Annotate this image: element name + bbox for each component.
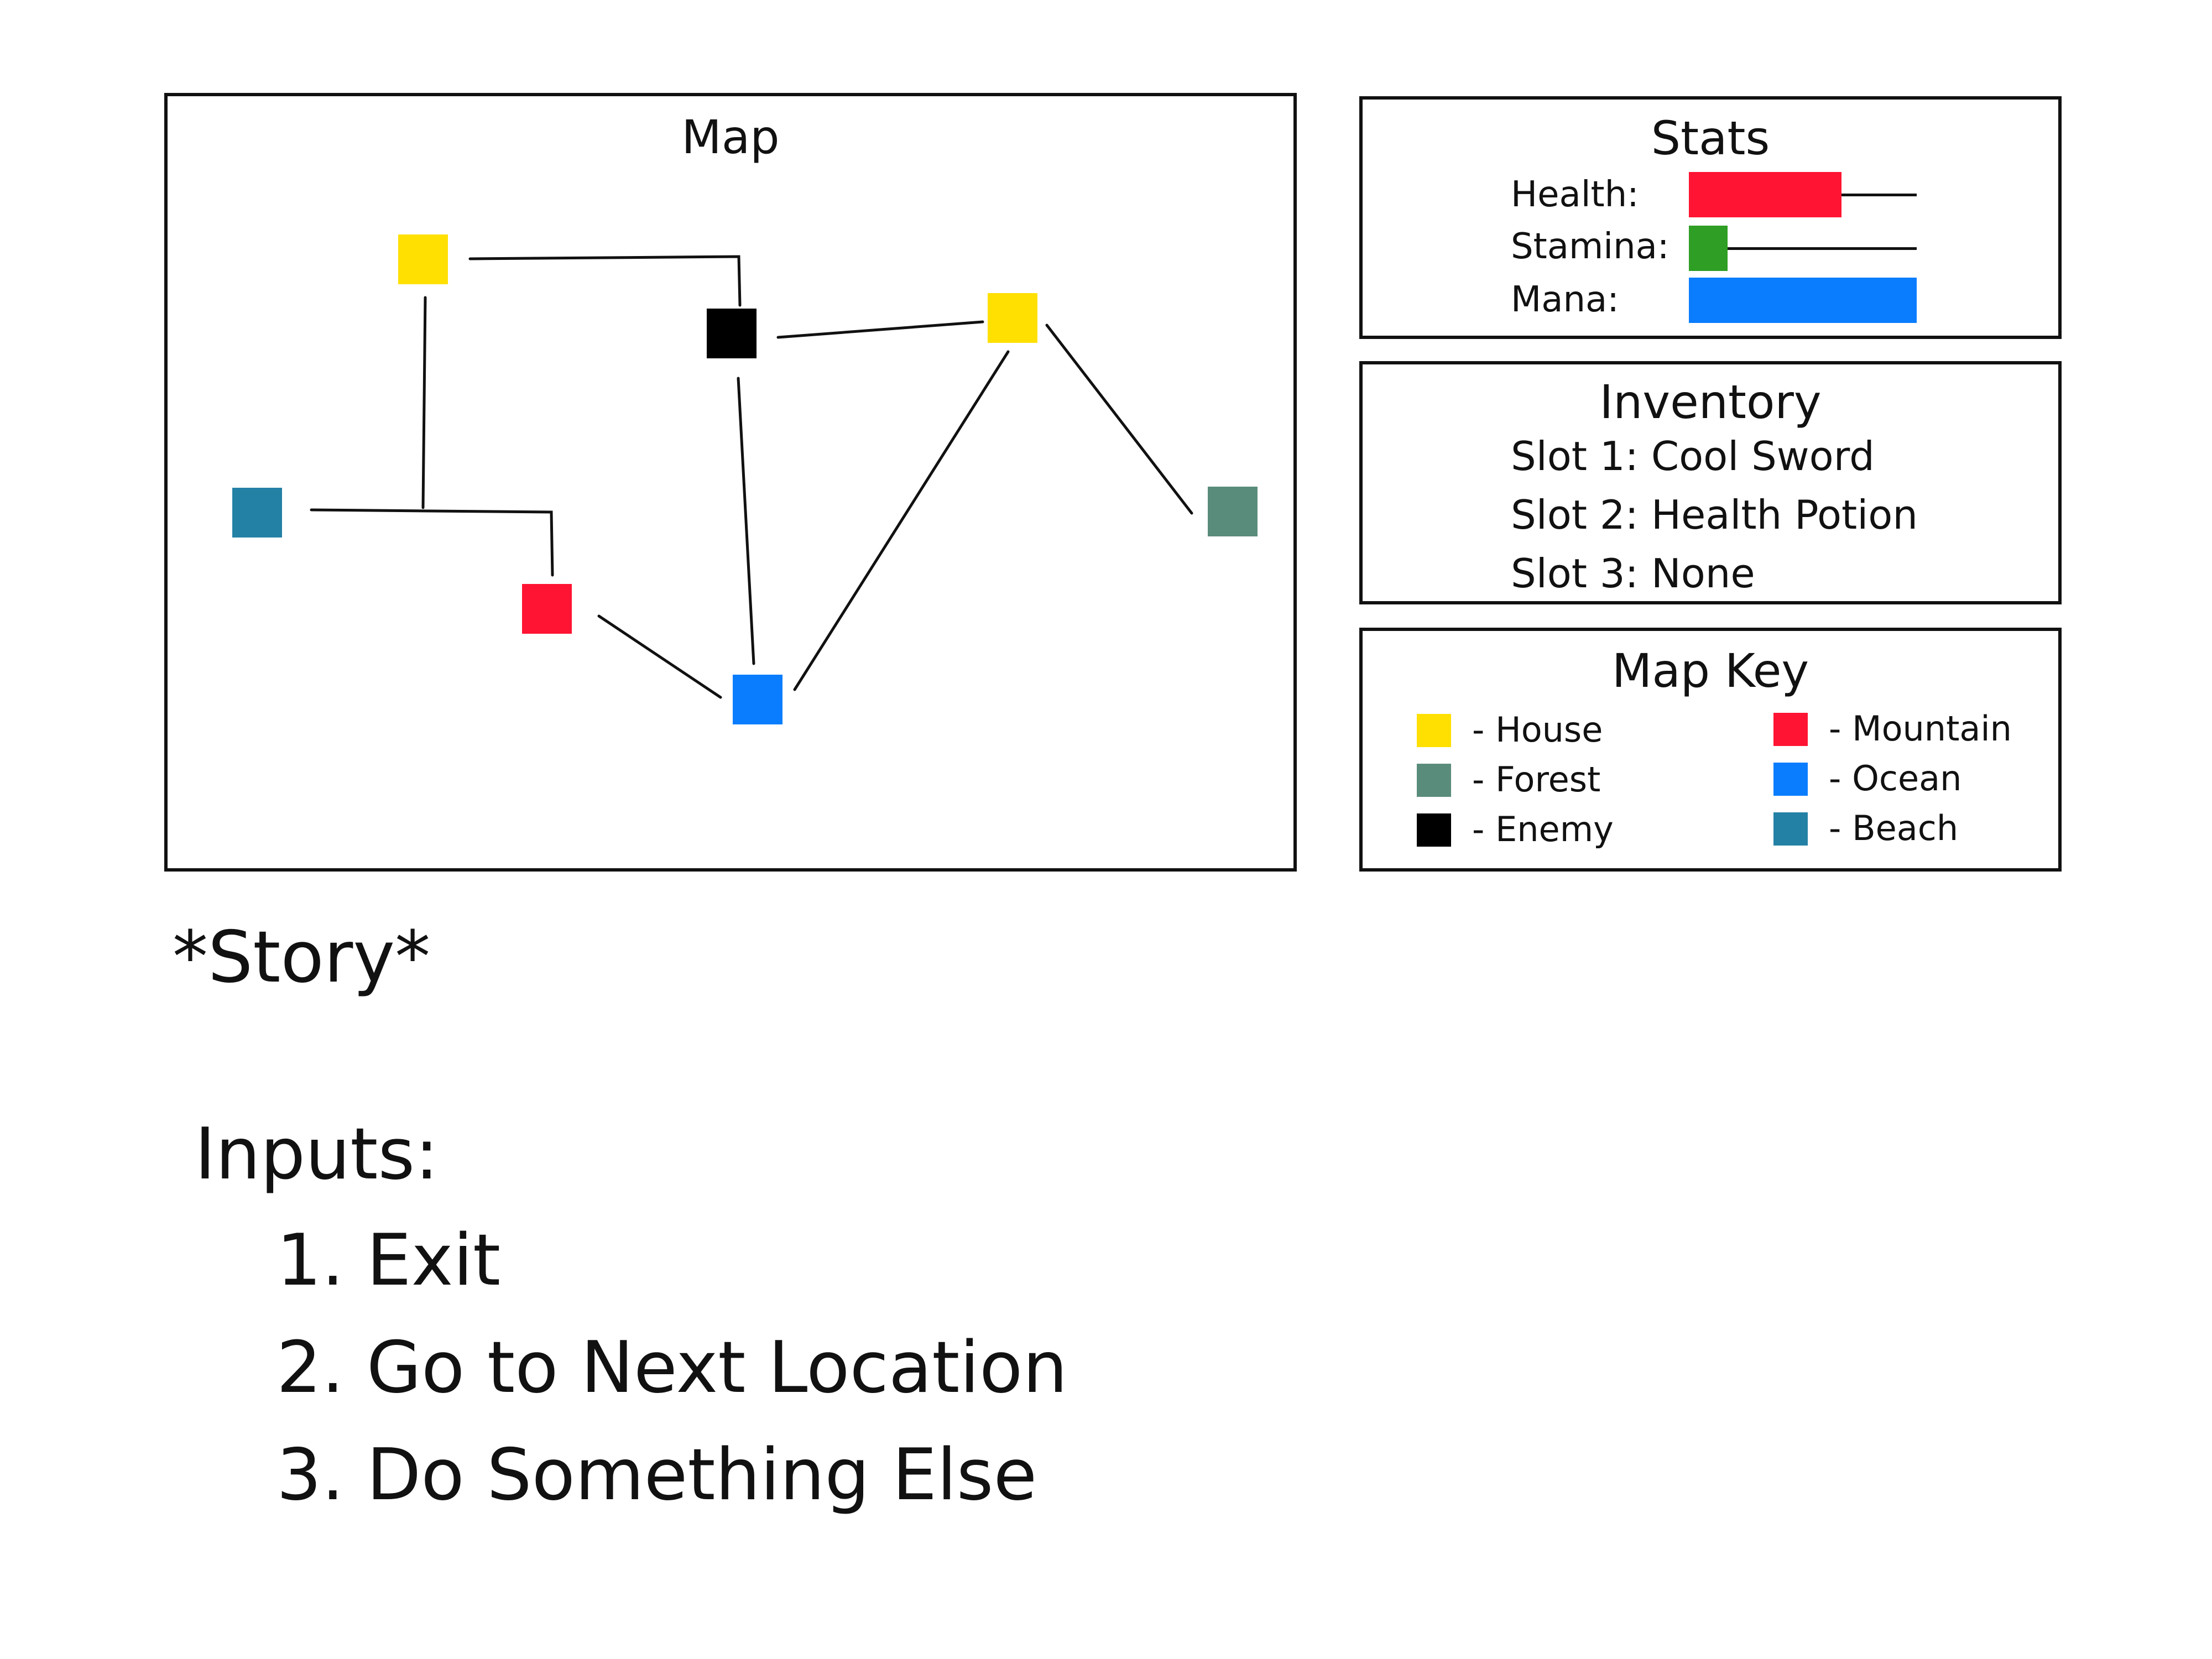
- map-canvas: [232, 234, 1258, 724]
- map-path: [1045, 324, 1193, 515]
- stats-title: Stats: [1651, 111, 1770, 165]
- mana-bar-fill: [1689, 278, 1917, 323]
- map-node-house[interactable]: [988, 293, 1037, 343]
- stamina-bar: [1689, 226, 1917, 271]
- inventory-slot-1: Slot 1: Cool Sword: [1511, 433, 1875, 479]
- map-node-house[interactable]: [398, 234, 448, 284]
- map-path: [793, 350, 1010, 691]
- input-option-exit[interactable]: 1. Exit: [276, 1219, 501, 1302]
- map-panel: Map: [164, 93, 1297, 872]
- map-path: [310, 508, 554, 577]
- map-node-mountain[interactable]: [522, 584, 572, 634]
- map-path: [597, 614, 722, 699]
- mana-bar: [1689, 278, 1917, 323]
- house-swatch-icon: [1417, 714, 1451, 747]
- input-option-next-location[interactable]: 2. Go to Next Location: [276, 1327, 1068, 1409]
- stamina-bar-fill: [1689, 226, 1728, 271]
- mana-label: Mana:: [1511, 279, 1619, 320]
- inventory-slot-2: Slot 2: Health Potion: [1511, 492, 1918, 538]
- mountain-swatch-icon: [1773, 713, 1808, 746]
- map-title: Map: [681, 110, 780, 164]
- stats-panel: Stats Health: Stamina: Mana:: [1359, 96, 2062, 339]
- map-path: [776, 320, 984, 339]
- inputs-heading: Inputs:: [195, 1113, 439, 1196]
- stamina-label: Stamina:: [1511, 226, 1670, 267]
- map-node-ocean[interactable]: [733, 675, 782, 724]
- map-node-forest[interactable]: [1208, 487, 1258, 536]
- health-bar: [1689, 172, 1917, 217]
- enemy-swatch-icon: [1417, 813, 1451, 847]
- input-option-do-something-else[interactable]: 3. Do Something Else: [276, 1434, 1037, 1516]
- inventory-title: Inventory: [1599, 375, 1822, 429]
- health-bar-fill: [1689, 172, 1841, 217]
- map-node-enemy[interactable]: [707, 309, 757, 358]
- map-key-panel: Map Key - House - Forest - Enemy - Mount…: [1359, 628, 2062, 872]
- forest-swatch-icon: [1417, 764, 1451, 797]
- map-key-title: Map Key: [1611, 644, 1809, 698]
- inventory-panel: Inventory Slot 1: Cool Sword Slot 2: Hea…: [1359, 361, 2062, 604]
- map-path: [421, 296, 427, 509]
- health-label: Health:: [1511, 174, 1639, 215]
- map-path: [737, 377, 755, 665]
- story-text: *Story*: [173, 916, 431, 999]
- inventory-slot-3: Slot 3: None: [1511, 550, 1755, 597]
- map-node-beach[interactable]: [232, 488, 282, 538]
- map-path: [468, 255, 742, 307]
- beach-swatch-icon: [1773, 812, 1808, 846]
- ocean-swatch-icon: [1773, 763, 1808, 796]
